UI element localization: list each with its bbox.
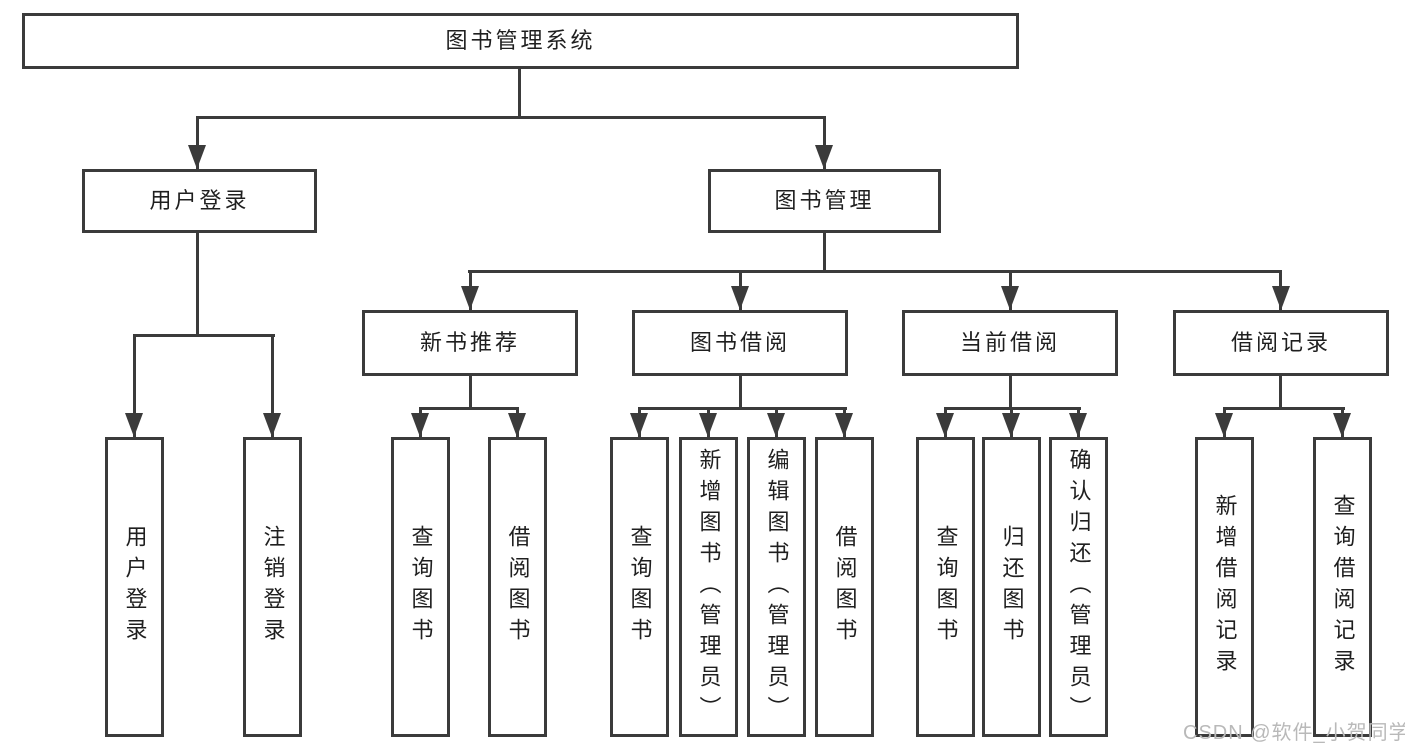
node-query-books: 查询图书 <box>391 437 450 737</box>
node-query-borrow-record: 查询借阅记录 <box>1313 437 1372 737</box>
connector-line <box>133 334 275 337</box>
arrowhead-down-icon <box>1333 413 1351 437</box>
node-borrow-books: 借阅图书 <box>488 437 547 737</box>
connector-line <box>1279 376 1282 410</box>
node-query-books: 查询图书 <box>610 437 669 737</box>
connector-line <box>196 233 199 337</box>
arrowhead-down-icon <box>835 413 853 437</box>
node-user-login: 用户登录 <box>105 437 164 737</box>
arrowhead-down-icon <box>1272 286 1290 310</box>
node-edit-book-admin: 编辑图书（管理员） <box>747 437 806 737</box>
arrowhead-down-icon <box>767 413 785 437</box>
connector-line <box>196 116 199 169</box>
arrowhead-down-icon <box>1215 413 1233 437</box>
arrowhead-down-icon <box>508 413 526 437</box>
arrowhead-down-icon <box>630 413 648 437</box>
connector-line <box>638 407 847 410</box>
connector-line <box>518 69 521 117</box>
node-add-book-admin: 新增图书（管理员） <box>679 437 738 737</box>
connector-line <box>1223 407 1345 410</box>
node-book-management: 图书管理 <box>708 169 941 233</box>
connector-line <box>196 116 826 119</box>
node-book-borrowing: 图书借阅 <box>632 310 848 376</box>
node-current-borrowing: 当前借阅 <box>902 310 1118 376</box>
arrowhead-down-icon <box>461 286 479 310</box>
node-user-login-group: 用户登录 <box>82 169 317 233</box>
arrowhead-down-icon <box>1001 286 1019 310</box>
arrowhead-down-icon <box>815 145 833 169</box>
node-borrow-records: 借阅记录 <box>1173 310 1389 376</box>
connector-line <box>468 270 1282 273</box>
connector-line <box>133 334 136 437</box>
connector-line <box>739 376 742 410</box>
node-logout: 注销登录 <box>243 437 302 737</box>
connector-line <box>469 376 472 410</box>
connector-line <box>419 407 519 410</box>
node-borrow-books: 借阅图书 <box>815 437 874 737</box>
node-return-books: 归还图书 <box>982 437 1041 737</box>
arrowhead-down-icon <box>263 413 281 437</box>
arrowhead-down-icon <box>125 413 143 437</box>
connector-line <box>823 233 826 273</box>
arrowhead-down-icon <box>936 413 954 437</box>
arrowhead-down-icon <box>1002 413 1020 437</box>
arrowhead-down-icon <box>731 286 749 310</box>
connector-line <box>271 334 274 437</box>
node-confirm-return-admin: 确认归还（管理员） <box>1049 437 1108 737</box>
node-add-borrow-record: 新增借阅记录 <box>1195 437 1254 737</box>
csdn-watermark: CSDN @软件_小贺同学 <box>1183 722 1405 744</box>
arrowhead-down-icon <box>188 145 206 169</box>
arrowhead-down-icon <box>411 413 429 437</box>
node-root: 图书管理系统 <box>22 13 1019 69</box>
connector-line <box>823 116 826 169</box>
node-new-book-recommend: 新书推荐 <box>362 310 578 376</box>
arrowhead-down-icon <box>699 413 717 437</box>
node-query-books: 查询图书 <box>916 437 975 737</box>
connector-line <box>1009 376 1012 410</box>
arrowhead-down-icon <box>1069 413 1087 437</box>
